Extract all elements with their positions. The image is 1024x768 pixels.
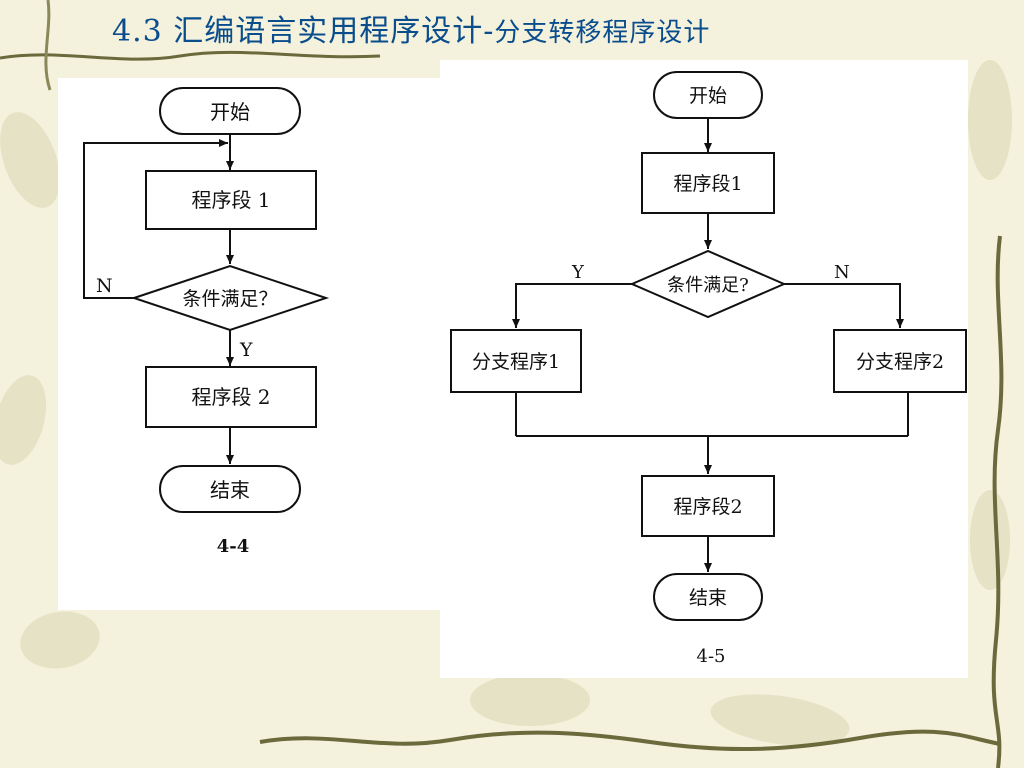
right-no-label: N (834, 262, 850, 283)
title-main: 4.3 汇编语言实用程序设计- (112, 14, 495, 49)
left-seg1-node (145, 170, 317, 230)
left-end-label: 结束 (210, 478, 250, 502)
left-loop-back (83, 139, 228, 299)
right-start-label: 开始 (689, 85, 727, 107)
left-no-label: N (96, 275, 113, 297)
right-branch2-node (833, 329, 967, 393)
right-branch2-label: 分支程序2 (856, 351, 944, 373)
right-seg2-label: 程序段2 (673, 496, 742, 518)
right-no-branch (784, 283, 904, 328)
right-yes-branch (512, 283, 632, 328)
left-cond-label: 条件满足？ (182, 288, 277, 310)
left-diagram-panel (58, 78, 450, 610)
left-caption: 4-4 (217, 536, 250, 557)
right-end-label: 结束 (689, 587, 727, 609)
left-cond-node (130, 264, 330, 332)
left-end-node (159, 465, 301, 513)
title-sub: 分支转移程序设计 (494, 18, 711, 48)
right-end-node (653, 573, 763, 621)
flowchart-4-4 (83, 87, 330, 513)
slide-title: 4.3 汇编语言实用程序设计-分支转移程序设计 (112, 10, 710, 54)
top-vine (0, 50, 381, 61)
right-branch1-node (450, 329, 582, 393)
left-seg1-label: 程序段 1 (191, 188, 270, 212)
bottom-vine (259, 729, 1001, 752)
right-seg2-node (641, 475, 775, 537)
left-start-label: 开始 (210, 100, 250, 124)
left-seg2-label: 程序段 2 (191, 385, 270, 409)
flowchart-4-5 (450, 71, 967, 621)
left-yes-label: Y (239, 339, 253, 361)
right-branch1-label: 分支程序1 (472, 351, 560, 373)
right-seg1-node (641, 152, 775, 214)
right-caption: 4-5 (697, 646, 726, 667)
right-yes-label: Y (571, 262, 585, 283)
right-cond-label: 条件满足? (667, 275, 749, 296)
title-bar: 4.3 汇编语言实用程序设计-分支转移程序设计 (0, 0, 1024, 62)
left-vine (44, 0, 52, 91)
right-seg1-label: 程序段1 (673, 173, 742, 195)
right-vine (991, 235, 1004, 768)
